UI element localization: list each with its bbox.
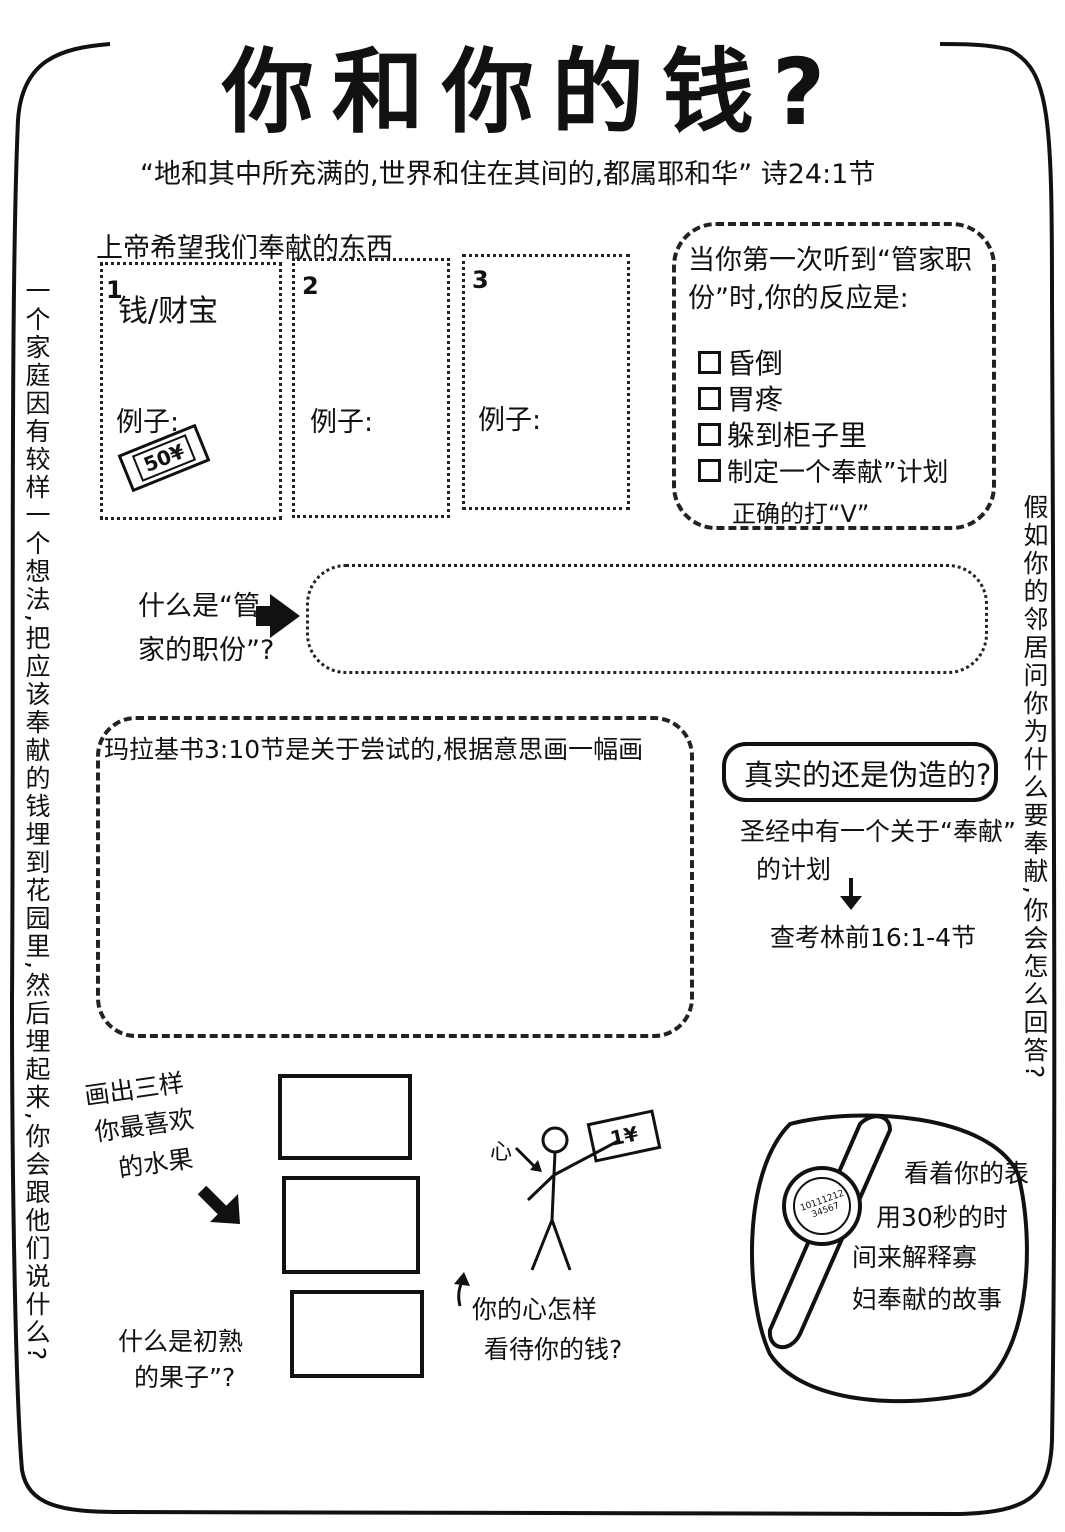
fruit-box-2[interactable] — [282, 1176, 420, 1274]
checkbox[interactable] — [698, 459, 721, 482]
reaction-question-2: 份”时,你的反应是: — [688, 283, 909, 314]
verse-quote: “地和其中所充满的,世界和住在其间的,都属耶和华” 诗24:1节 — [140, 159, 876, 190]
steward-answer-box[interactable] — [306, 564, 988, 674]
fruit-box-1[interactable] — [278, 1074, 412, 1160]
left-margin-question: 一个家庭因有较样一个想法,把应该奉献的钱埋到花园里,然后埋起来,你会跟他们说什么… — [22, 278, 51, 1364]
giving-box-1-example-label: 例子: — [116, 407, 180, 438]
giving-box-3-number: 3 — [472, 266, 489, 294]
arrow-up-curve-icon — [454, 1272, 470, 1307]
giving-box-3-example-label: 例子: — [478, 405, 542, 436]
steward-question-1: 什么是“管 — [138, 591, 260, 622]
true-false-badge — [722, 742, 998, 802]
heart-question-2: 看待你的钱? — [484, 1335, 623, 1364]
reaction-option-1[interactable]: 昏倒 — [698, 342, 783, 382]
reaction-question-1: 当你第一次听到“管家职 — [688, 245, 972, 276]
giving-box-2 — [292, 258, 450, 518]
giving-box-3 — [462, 254, 630, 510]
reaction-option-2[interactable]: 胃疼 — [698, 378, 783, 418]
giving-box-2-example-label: 例子: — [310, 407, 374, 438]
giving-box-1-number: 1 — [106, 276, 123, 304]
watch-text-1: 看着你的表 — [904, 1159, 1030, 1188]
watch-text-2: 用30秒的时 — [876, 1203, 1008, 1232]
reaction-instruction: 正确的打“V” — [732, 500, 870, 528]
stick-figure-icon — [514, 1126, 621, 1271]
giving-box-1 — [100, 262, 282, 520]
watch-text-3: 间来解释寡 — [852, 1243, 978, 1272]
giving-box-2-number: 2 — [302, 272, 319, 300]
ripe-fruit-question-2: 的果子”? — [134, 1363, 236, 1392]
malachi-prompt: 玛拉基书3:10节是关于尝试的,根据意思画一幅画 — [104, 735, 644, 764]
arrow-right-icon — [256, 594, 300, 638]
banknote-1-value: 1¥ — [607, 1121, 641, 1151]
reaction-box — [672, 222, 996, 530]
heart-question-1: 你的心怎样 — [472, 1295, 598, 1324]
checkbox[interactable] — [698, 422, 721, 446]
reaction-option-3[interactable]: 躲到柜子里 — [698, 414, 867, 454]
checkbox[interactable] — [698, 386, 721, 410]
giving-box-1-item: 钱/财宝 — [118, 294, 219, 329]
true-false-label: 真实的还是伪造的? — [744, 758, 992, 792]
arrow-down-right-icon — [197, 1185, 240, 1224]
true-false-ref: 查考林前16:1-4节 — [770, 923, 977, 952]
page-title: 你和你的钱? — [221, 39, 844, 146]
right-margin-question: 假如你的邻居问你为什么要奉献,你会怎么回答? — [1020, 494, 1049, 1082]
true-false-desc-1: 圣经中有一个关于“奉献” — [740, 817, 1016, 846]
true-false-desc-2: 的计划 — [756, 855, 832, 884]
arrow-down-icon — [840, 878, 862, 910]
heart-label: 心 — [490, 1140, 513, 1165]
watch-text-4: 妇奉献的故事 — [852, 1285, 1003, 1314]
reaction-option-4[interactable]: 制定一个奉献”计划 — [698, 452, 948, 489]
malachi-drawing-box[interactable] — [96, 716, 694, 1038]
watch-blob — [750, 1113, 1029, 1404]
checkbox[interactable] — [698, 350, 721, 374]
steward-question-2: 家的职份”? — [138, 635, 275, 666]
fruit-box-3[interactable] — [290, 1290, 424, 1378]
ripe-fruit-question-1: 什么是初熟 — [118, 1327, 244, 1356]
